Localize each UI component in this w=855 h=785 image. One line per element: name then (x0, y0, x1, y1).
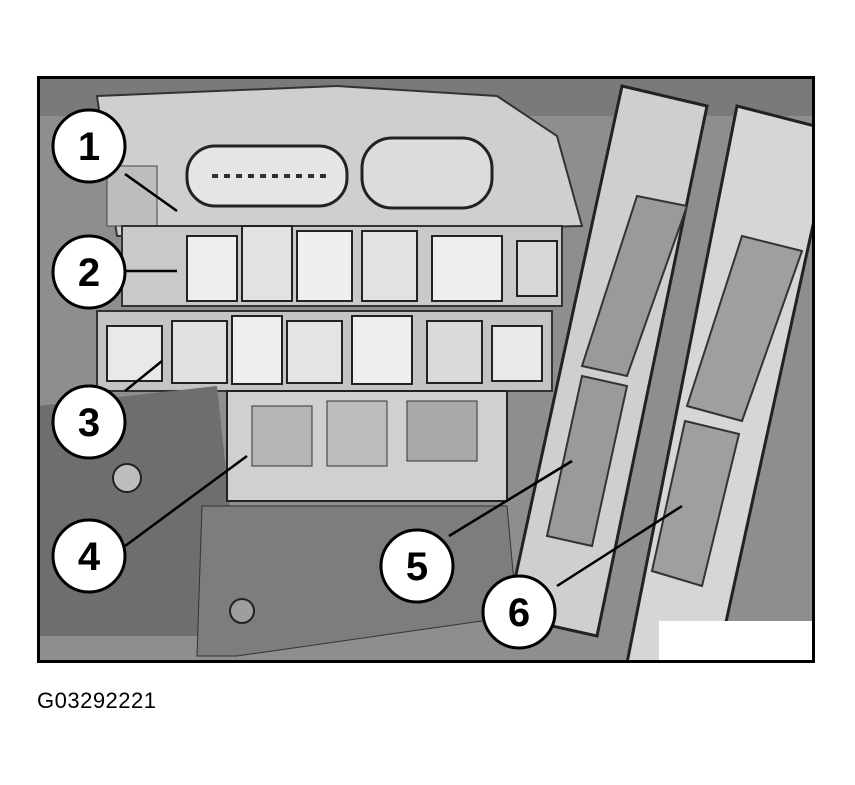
relay-box-6 (625, 104, 815, 663)
svg-text:2: 2 (78, 251, 100, 295)
callout-3: 3 (51, 384, 127, 460)
callout-1: 1 (51, 108, 127, 184)
relay-row-upper (121, 225, 563, 307)
svg-text:6: 6 (508, 591, 530, 635)
callout-4: 4 (51, 518, 127, 594)
connector-plug-1 (185, 144, 349, 208)
relay-row-lower (96, 310, 553, 392)
svg-text:1: 1 (78, 125, 100, 169)
relay-box-5 (505, 84, 709, 638)
upper-housing (95, 84, 584, 238)
connector-plug-2 (360, 136, 494, 210)
figure-id-label: G03292221 (37, 688, 157, 713)
svg-text:3: 3 (78, 401, 100, 445)
svg-text:4: 4 (78, 535, 101, 579)
corner-white-area (659, 621, 815, 663)
diagram-figure: 1 2 3 4 5 6 (37, 76, 815, 663)
callout-5: 5 (379, 528, 455, 604)
figure-frame (37, 76, 815, 663)
svg-text:5: 5 (406, 545, 428, 589)
fuse-box-illustration: 1 2 3 4 5 6 (37, 76, 815, 663)
leader-lines (124, 172, 683, 588)
callout-2: 2 (51, 234, 127, 310)
callout-6: 6 (481, 574, 557, 650)
